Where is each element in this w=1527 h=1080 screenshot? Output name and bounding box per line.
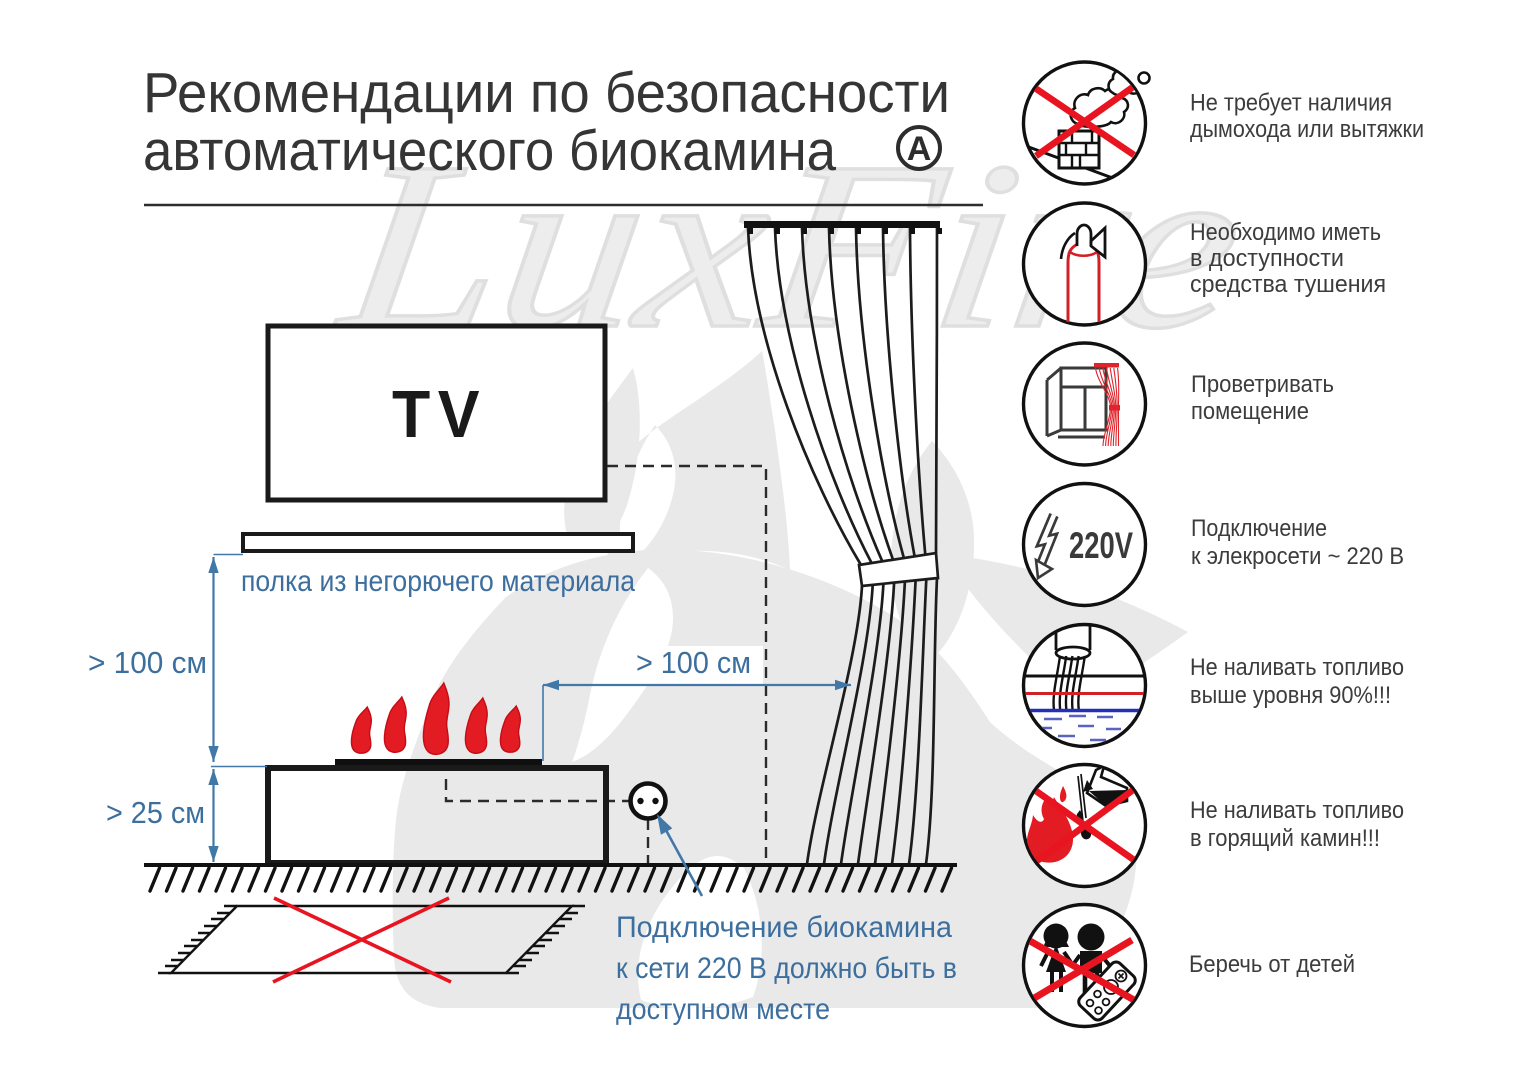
svg-text:доступном месте: доступном месте — [616, 993, 830, 1026]
svg-text:к элекросети ~ 220 В: к элекросети ~ 220 В — [1191, 543, 1404, 570]
svg-text:Подключение: Подключение — [1191, 515, 1327, 542]
svg-text:средства тушения: средства тушения — [1190, 271, 1386, 298]
svg-text:> 25 см: > 25 см — [106, 795, 205, 830]
svg-text:помещение: помещение — [1191, 398, 1309, 425]
svg-text:A: A — [907, 130, 932, 168]
svg-text:в горящий камин!!!: в горящий камин!!! — [1190, 825, 1380, 852]
svg-text:Не наливать топливо: Не наливать топливо — [1190, 797, 1404, 824]
svg-text:выше уровня 90%!!!: выше уровня 90%!!! — [1190, 682, 1391, 709]
svg-text:к сети 220 В должно быть в: к сети 220 В должно быть в — [616, 952, 957, 985]
svg-text:> 100 см: > 100 см — [88, 645, 207, 680]
svg-text:Проветривать: Проветривать — [1191, 371, 1334, 398]
svg-text:Подключение биокамина: Подключение биокамина — [616, 911, 952, 944]
svg-text:Не наливать топливо: Не наливать топливо — [1190, 654, 1404, 681]
svg-text:TV: TV — [392, 377, 487, 452]
svg-text:Беречь от детей: Беречь от детей — [1189, 951, 1355, 978]
svg-text:Необходимо иметь: Необходимо иметь — [1190, 219, 1381, 246]
svg-text:автоматического биокамина: автоматического биокамина — [143, 119, 836, 183]
svg-text:> 100 см: > 100 см — [636, 645, 751, 680]
svg-text:в доступности: в доступности — [1190, 245, 1344, 272]
svg-text:полка из негорючего материала: полка из негорючего материала — [241, 565, 635, 598]
svg-text:дымохода или вытяжки: дымохода или вытяжки — [1190, 116, 1424, 143]
svg-text:Не требует наличия: Не требует наличия — [1190, 90, 1392, 117]
svg-text:220V: 220V — [1069, 525, 1133, 566]
svg-text:Рекомендации по безопасности: Рекомендации по безопасности — [143, 61, 950, 125]
